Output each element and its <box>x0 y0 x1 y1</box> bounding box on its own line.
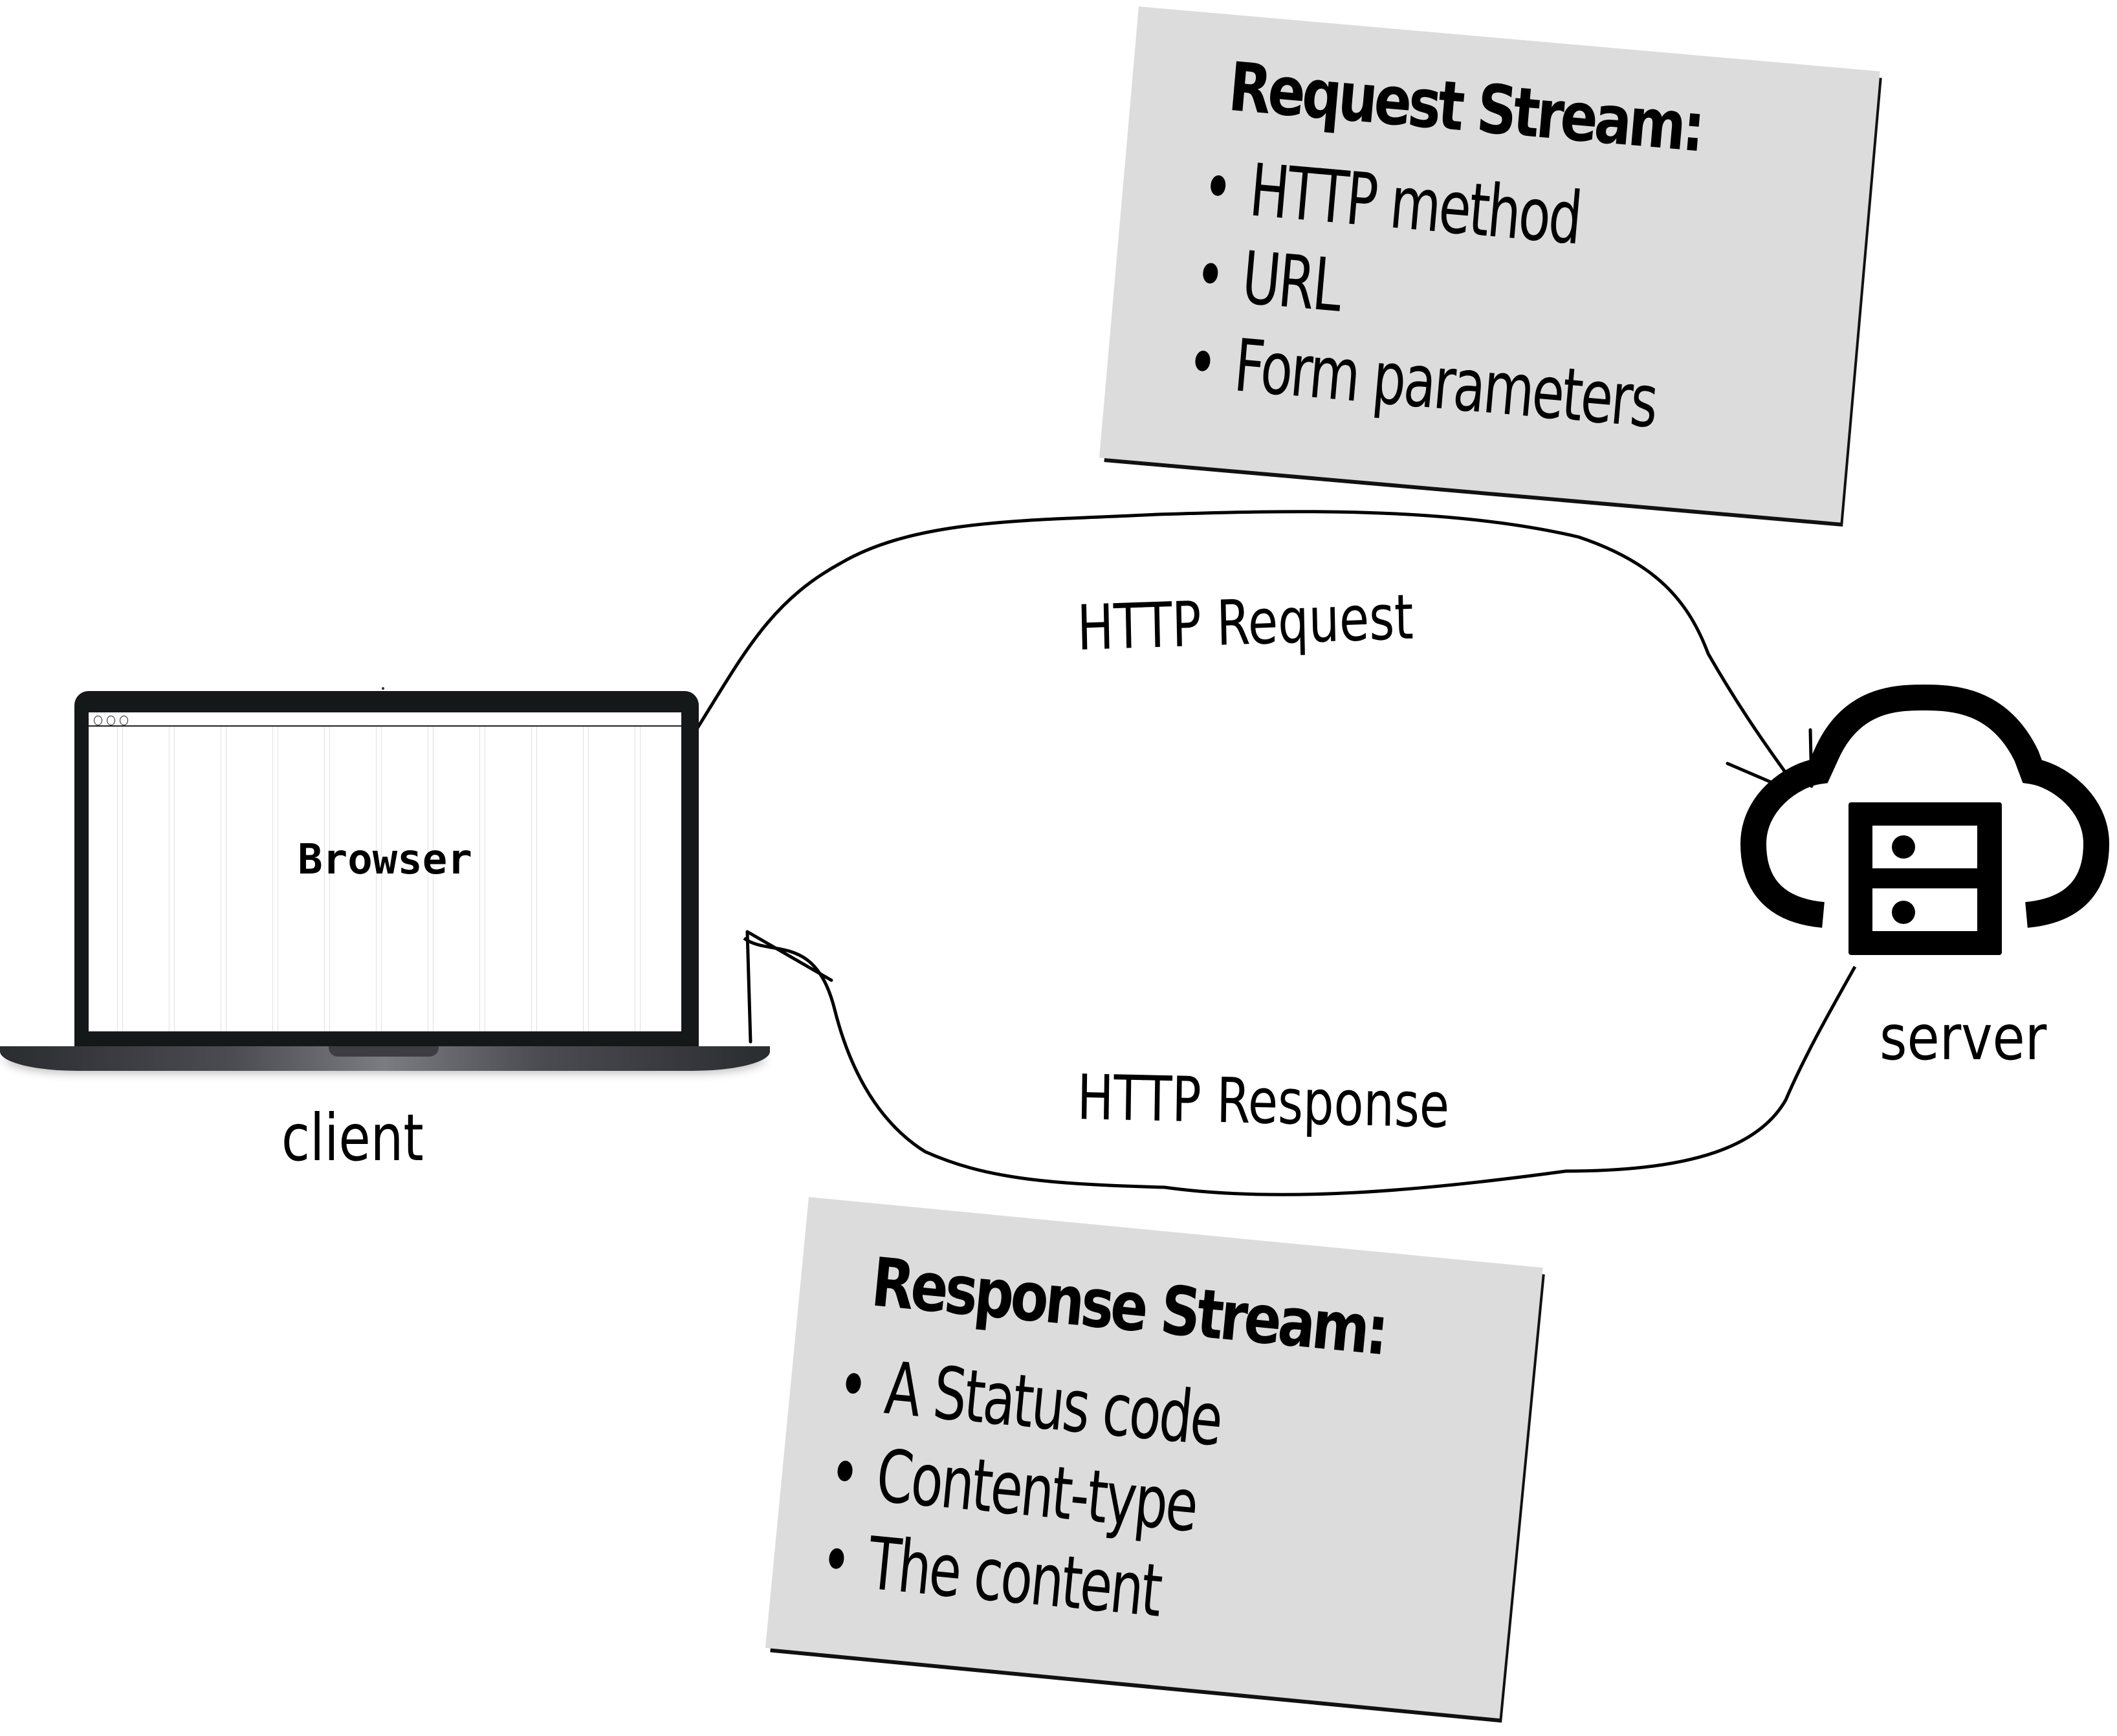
bullet-icon: • <box>1183 320 1220 406</box>
window-control-icon <box>94 716 102 725</box>
response-arrow-line <box>743 936 1857 1196</box>
http-request-label: HTTP Request <box>1076 580 1414 665</box>
client-caption: client <box>281 1100 424 1176</box>
bullet-icon: • <box>834 1342 871 1428</box>
window-control-icon <box>120 716 128 725</box>
request-stream-card: Request Stream: •HTTP method •URL •Form … <box>1099 6 1880 523</box>
request-stream-list: •HTTP method •URL •Form parameters <box>1176 142 1861 463</box>
request-arrowhead <box>1726 728 1814 795</box>
window-control-icon <box>107 716 115 725</box>
browser-titlebar <box>89 712 681 727</box>
response-stream-card: Response Stream: •A Status code •Content… <box>765 1197 1543 1719</box>
bullet-icon: • <box>826 1430 862 1515</box>
response-stream-list: •A Status code •Content-type •The conten… <box>809 1339 1377 1654</box>
browser-window <box>89 712 681 1031</box>
laptop-notch <box>329 1046 439 1057</box>
request-stream-title: Request Stream: <box>1225 47 1706 168</box>
request-arrow-line <box>696 510 1797 787</box>
browser-label: Browser <box>298 836 472 884</box>
response-arrowhead <box>745 930 833 1044</box>
bullet-icon: • <box>1199 144 1235 230</box>
laptop-camera-icon <box>382 687 384 690</box>
http-response-label: HTTP Response <box>1077 1061 1450 1142</box>
server-caption: server <box>1880 1002 2047 1074</box>
bullet-icon: • <box>817 1517 854 1603</box>
bullet-icon: • <box>1191 232 1227 318</box>
